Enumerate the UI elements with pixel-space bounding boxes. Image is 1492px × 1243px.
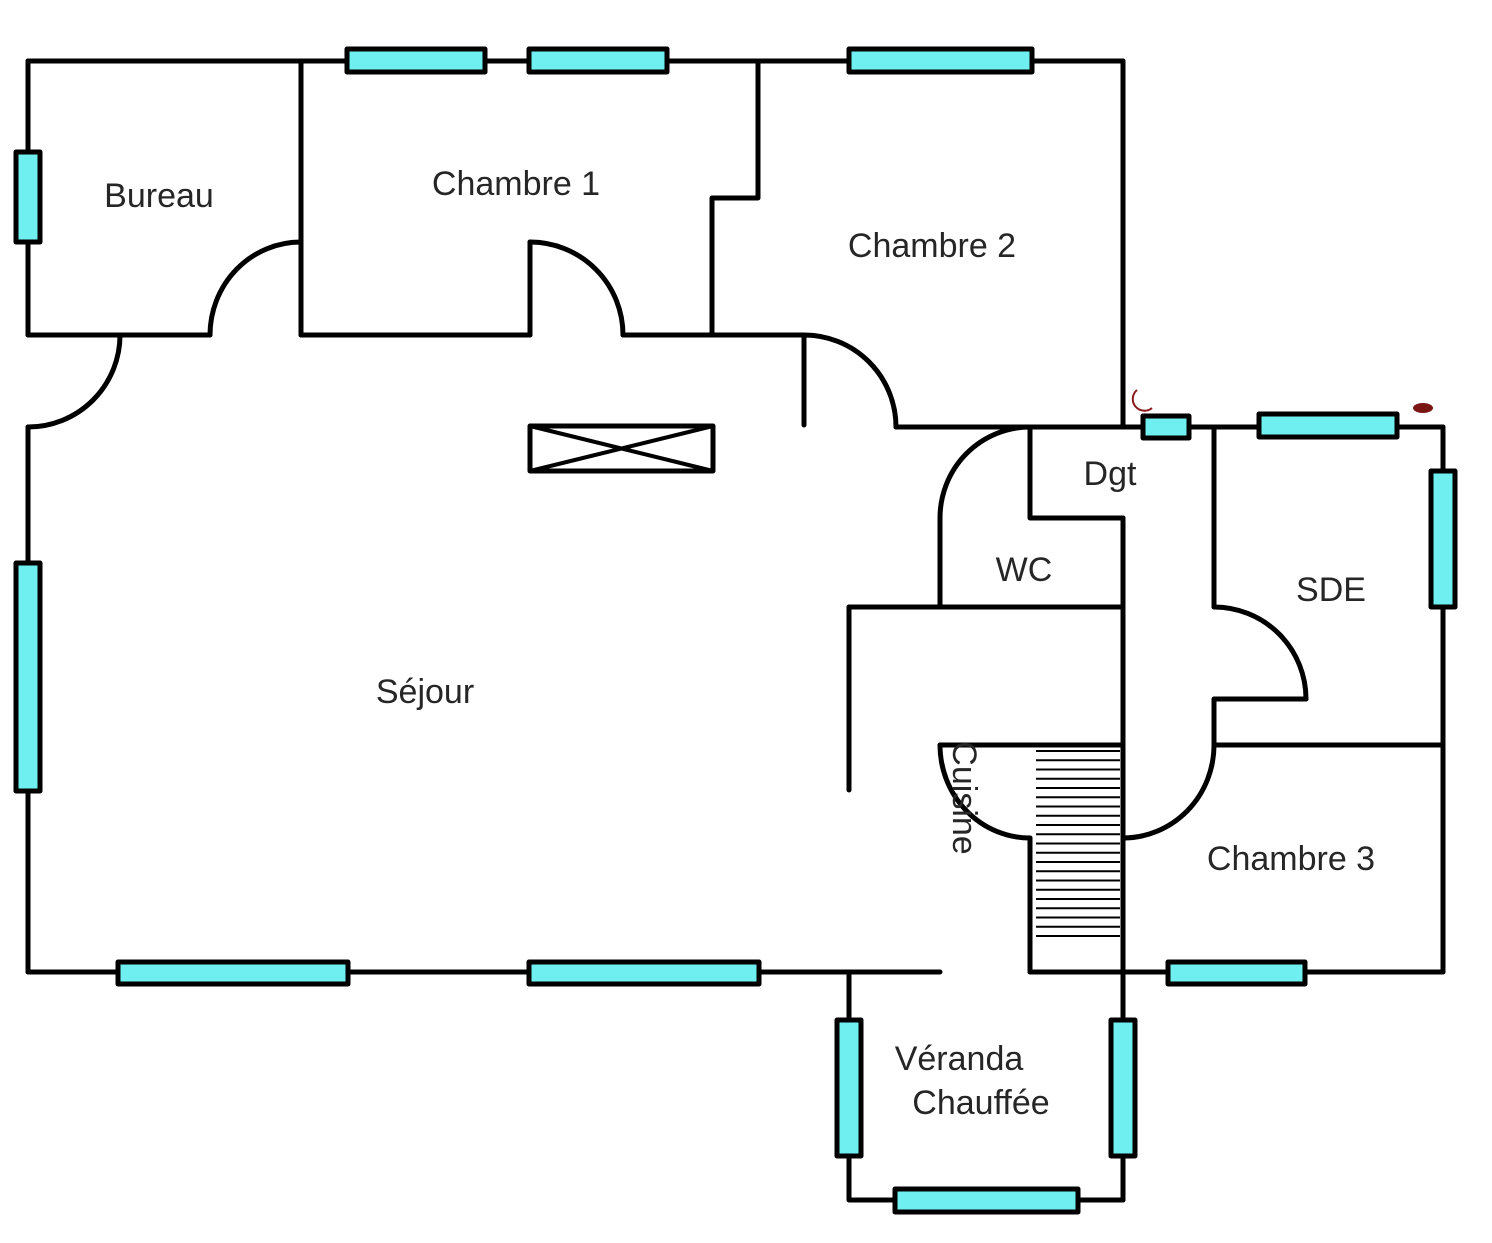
door-swing-icon bbox=[25, 332, 123, 430]
fireplace-icon bbox=[527, 423, 716, 474]
door-swing-icon bbox=[527, 239, 626, 338]
room-labels: Bureau Chambre 1 Chambre 2 Séjour Dgt WC… bbox=[104, 165, 1375, 1122]
room-label-cuisine: Cuisine bbox=[945, 741, 983, 854]
marker-dot-icon bbox=[1413, 403, 1433, 413]
windows bbox=[13, 46, 1458, 1215]
wall-dgt-wc bbox=[1027, 424, 1126, 521]
room-label-bureau: Bureau bbox=[104, 177, 214, 215]
room-label-wc: WC bbox=[996, 551, 1053, 589]
wall-chambre1-chambre2 bbox=[709, 58, 761, 338]
window-icon bbox=[892, 1186, 1081, 1215]
window-icon bbox=[1140, 413, 1192, 441]
window-icon bbox=[1165, 959, 1308, 987]
room-label-veranda-line1: Véranda bbox=[895, 1040, 1024, 1078]
window-icon bbox=[13, 560, 43, 794]
window-icon bbox=[344, 46, 488, 75]
fireplace-cross-b bbox=[529, 424, 714, 473]
window-icon bbox=[1256, 411, 1400, 440]
door-swing-icon bbox=[1211, 604, 1309, 702]
room-label-veranda-line2: Chauffée bbox=[912, 1084, 1049, 1122]
markers bbox=[1131, 389, 1433, 413]
window-icon bbox=[1108, 1017, 1138, 1159]
room-label-sejour: Séjour bbox=[376, 673, 474, 711]
walls bbox=[25, 58, 1446, 1203]
marker-arc-icon bbox=[1131, 389, 1153, 412]
window-icon bbox=[526, 46, 670, 75]
wall-sde-left-lower bbox=[1211, 696, 1309, 748]
door-swing-icon bbox=[937, 742, 1033, 841]
staircase-icon bbox=[1036, 750, 1120, 937]
room-label-sde: SDE bbox=[1296, 571, 1366, 609]
room-label-chambre-3: Chambre 3 bbox=[1207, 840, 1375, 878]
door-swing-icon bbox=[801, 332, 899, 430]
room-label-chambre-2: Chambre 2 bbox=[848, 227, 1016, 265]
window-icon bbox=[526, 959, 762, 987]
doors bbox=[25, 239, 1309, 841]
window-icon bbox=[846, 46, 1035, 75]
door-swing-icon bbox=[937, 424, 1033, 521]
room-label-dgt: Dgt bbox=[1084, 455, 1137, 493]
door-swing-icon bbox=[207, 239, 304, 338]
window-icon bbox=[13, 149, 43, 245]
fireplace-outline bbox=[527, 423, 716, 474]
window-icon bbox=[115, 959, 351, 987]
window-icon bbox=[834, 1017, 864, 1159]
door-swing-icon bbox=[1120, 742, 1217, 841]
window-icon bbox=[1428, 468, 1458, 610]
room-label-chambre-1: Chambre 1 bbox=[432, 165, 600, 203]
